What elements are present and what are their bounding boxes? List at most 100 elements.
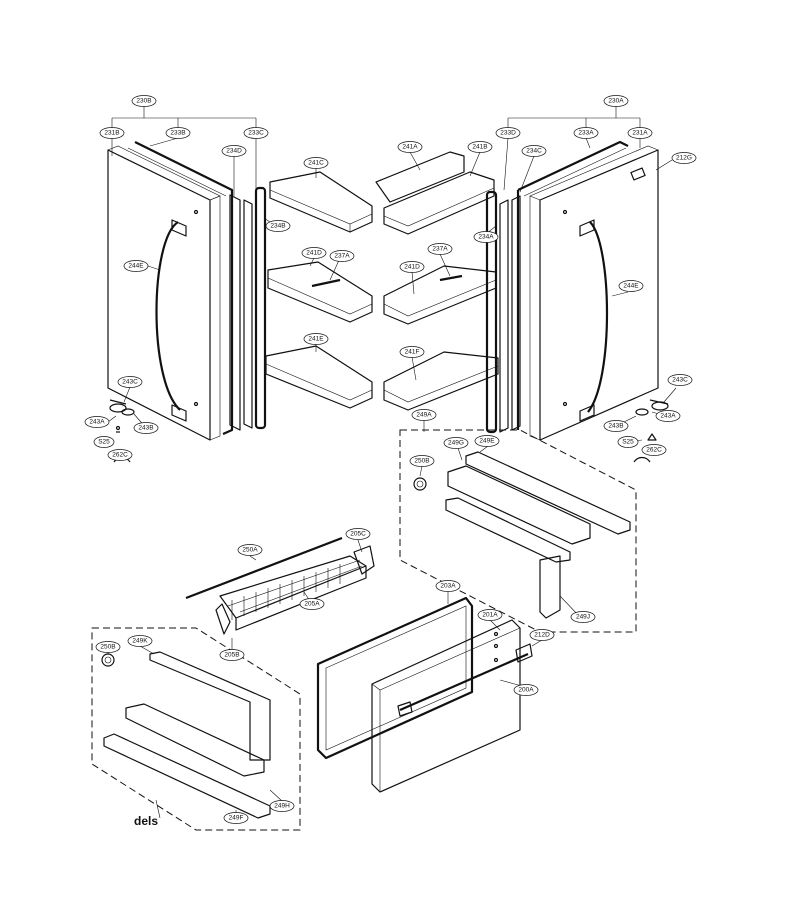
callout-212G: 212G [671, 152, 697, 164]
drawer-rail [465, 451, 631, 535]
svg-text:241C: 241C [308, 160, 324, 167]
left-hinge-hardware [109, 399, 135, 463]
callout-241A: 241A [397, 141, 423, 153]
left-door-assembly [107, 141, 267, 463]
callout-250B-left: 250B [95, 641, 121, 653]
svg-text:241D: 241D [404, 264, 420, 271]
svg-text:243A: 243A [660, 413, 676, 420]
callout-237A-right: 237A [427, 243, 453, 255]
svg-text:241A: 241A [402, 144, 418, 151]
svg-text:262C: 262C [646, 447, 662, 454]
callout-262C-left: 262C [107, 449, 133, 461]
callout-S25-right: S25 [617, 436, 639, 448]
right-rail-group-outline [399, 429, 637, 633]
callout-230A: 230A [603, 95, 629, 107]
svg-text:250B: 250B [414, 458, 429, 465]
door-bin [265, 345, 373, 409]
callout-233D: 233D [495, 127, 521, 139]
svg-text:203A: 203A [440, 583, 456, 590]
left-door-liner [229, 194, 241, 431]
right-door-seal-strip [485, 190, 498, 434]
svg-text:241F: 241F [405, 349, 420, 356]
callout-205C: 205C [345, 528, 371, 540]
callout-200A: 200A [513, 684, 539, 696]
right-hinge-hardware [633, 399, 669, 463]
callout-249G: 249G [443, 437, 469, 449]
svg-text:212G: 212G [676, 155, 692, 162]
svg-text:243B: 243B [608, 423, 623, 430]
svg-text:241E: 241E [308, 336, 324, 343]
rail-gear [101, 653, 115, 667]
callout-212D: 212D [529, 629, 555, 641]
callout-labels: 230B 231B 233B 233C 234D 234B 244E 243C … [84, 95, 697, 824]
left-rail-parts: dels [101, 651, 271, 828]
svg-text:231B: 231B [104, 130, 119, 137]
svg-text:241B: 241B [472, 144, 487, 151]
svg-text:212D: 212D [534, 632, 550, 639]
callout-205B: 205B [219, 649, 245, 661]
svg-text:234C: 234C [526, 148, 542, 155]
callout-231B: 231B [99, 127, 125, 139]
door-bin [267, 261, 373, 323]
left-door-bins [265, 171, 373, 409]
callout-203A: 203A [435, 580, 461, 592]
callout-234A: 234A [473, 231, 499, 243]
svg-text:230B: 230B [136, 98, 151, 105]
callout-249K: 249K [127, 635, 153, 647]
svg-text:249G: 249G [448, 440, 464, 447]
callout-249E: 249E [474, 435, 500, 447]
svg-text:237A: 237A [334, 253, 350, 260]
svg-text:230A: 230A [608, 98, 624, 105]
callout-243C-left: 243C [117, 376, 143, 388]
right-door-panel [539, 149, 659, 441]
drawer-handle [399, 652, 529, 712]
svg-text:243A: 243A [89, 419, 105, 426]
callout-249F: 249F [223, 812, 249, 824]
callout-249A: 249A [411, 409, 437, 421]
callout-241D-right: 241D [399, 261, 425, 273]
callout-237A-left: 237A [329, 250, 355, 262]
callout-230B: 230B [131, 95, 157, 107]
svg-text:262C: 262C [112, 452, 128, 459]
callout-233B: 233B [165, 127, 191, 139]
svg-text:243C: 243C [122, 379, 138, 386]
svg-text:S25: S25 [98, 439, 110, 446]
door-bin [269, 171, 373, 233]
svg-text:234D: 234D [226, 148, 242, 155]
callout-205A: 205A [299, 598, 325, 610]
svg-text:249K: 249K [132, 638, 148, 645]
callout-233A: 233A [573, 127, 599, 139]
leader-lines [107, 106, 677, 819]
callout-244E-right: 244E [618, 280, 644, 292]
left-door-handle [155, 221, 181, 411]
callout-243B-left: 243B [133, 422, 159, 434]
svg-text:249E: 249E [479, 438, 495, 445]
callout-244E-left: 244E [123, 260, 149, 272]
right-rail-parts [413, 451, 631, 619]
drawer-front-panel [371, 619, 521, 793]
right-door-gasket [517, 140, 629, 191]
callout-234D: 234D [221, 145, 247, 157]
svg-text:250B: 250B [100, 644, 115, 651]
callout-243A-left: 243A [84, 416, 110, 428]
basket-trim-strip [185, 536, 343, 600]
left-door-seal-strip [254, 186, 267, 430]
callout-249J: 249J [570, 611, 596, 623]
svg-text:234A: 234A [478, 234, 494, 241]
svg-text:205C: 205C [350, 531, 366, 538]
left-door-gasket [134, 141, 234, 436]
right-door-badge [630, 167, 646, 181]
callout-234C: 234C [521, 145, 547, 157]
callout-234B: 234B [265, 220, 291, 232]
right-door-liner [511, 195, 521, 431]
callout-249H: 249H [269, 800, 295, 812]
callout-231A: 231A [627, 127, 653, 139]
svg-text:241D: 241D [306, 250, 322, 257]
stamp-text: dels [134, 814, 158, 828]
callout-241F: 241F [399, 346, 425, 358]
callout-262C-right: 262C [641, 444, 667, 456]
callout-241D-left: 241D [301, 247, 327, 259]
svg-text:244E: 244E [623, 283, 639, 290]
callout-250B-right: 250B [409, 455, 435, 467]
door-bin [383, 265, 497, 325]
